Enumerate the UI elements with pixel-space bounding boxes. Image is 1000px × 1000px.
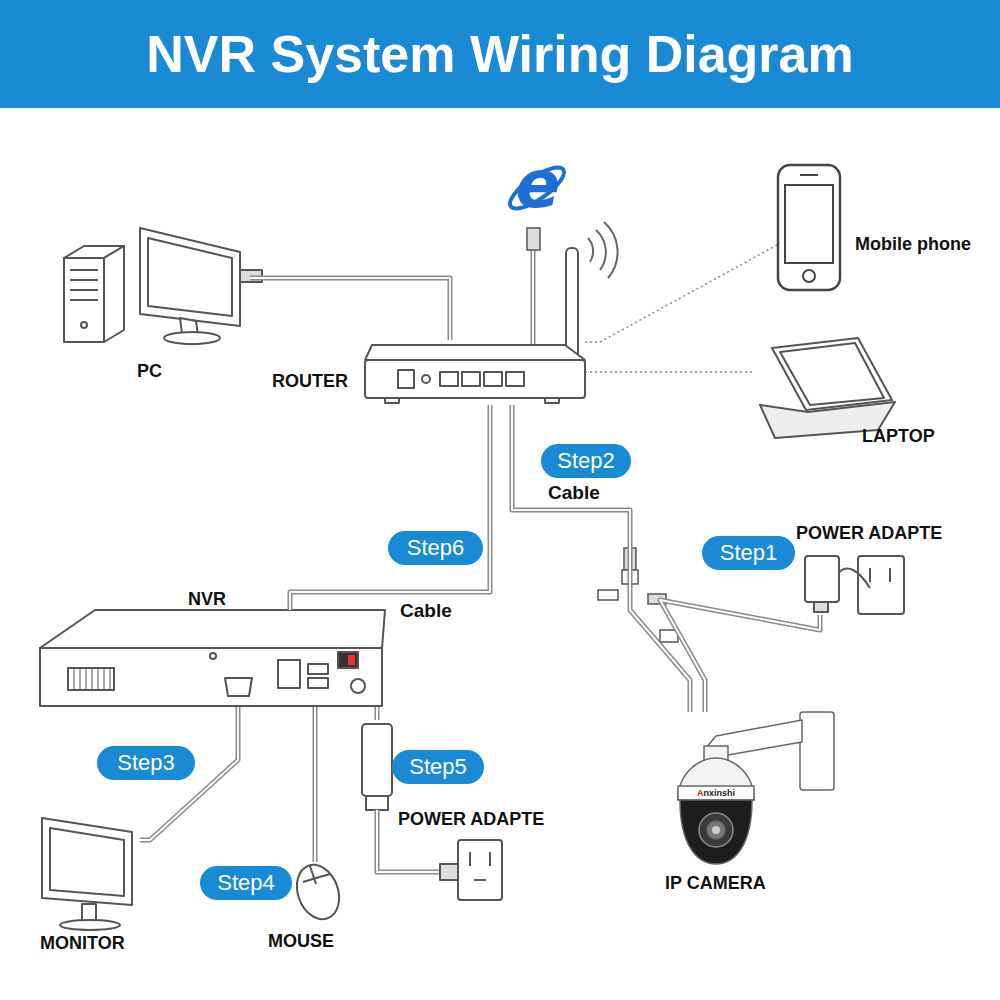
cable-connector bbox=[290, 405, 490, 610]
connector-line bbox=[250, 278, 450, 340]
step-badge: Step2 bbox=[541, 444, 631, 478]
connector-line bbox=[290, 405, 490, 610]
connector-line bbox=[313, 707, 318, 862]
device-label: ROUTER bbox=[272, 370, 348, 392]
step-badge: Step6 bbox=[388, 531, 483, 565]
step-label: Step4 bbox=[217, 870, 275, 896]
step-label: Step3 bbox=[117, 750, 175, 776]
device-label: IP CAMERA bbox=[665, 872, 766, 894]
device-label: POWER ADAPTE bbox=[398, 808, 544, 830]
wireless-link bbox=[585, 372, 755, 373]
title-banner: NVR System Wiring Diagram bbox=[0, 0, 1000, 108]
internet-logo: e bbox=[508, 150, 568, 220]
mouse-illustration bbox=[290, 859, 347, 925]
ip-camera-illustration bbox=[678, 712, 834, 864]
device-node: POWER ADAPTE bbox=[800, 550, 910, 615]
step-badge: Step4 bbox=[200, 866, 292, 900]
laptop-illustration bbox=[760, 338, 895, 438]
device-node: POWER ADAPTE bbox=[358, 720, 396, 812]
device-label: Mobile phone bbox=[855, 233, 971, 255]
cable-connector bbox=[315, 707, 316, 862]
connector-line bbox=[512, 405, 690, 712]
connector-core bbox=[290, 405, 490, 610]
cable-connector bbox=[377, 707, 378, 720]
connector-line bbox=[375, 707, 380, 720]
cable-connector bbox=[660, 600, 820, 712]
nvr-illustration bbox=[40, 610, 385, 706]
step-badge: Step5 bbox=[392, 750, 484, 784]
device-label: NVR bbox=[188, 588, 226, 610]
router-illustration bbox=[365, 222, 618, 403]
step-label: Step1 bbox=[720, 540, 778, 566]
cable-label: Cable bbox=[548, 482, 600, 504]
splitter-plugs bbox=[598, 548, 678, 642]
pc-illustration bbox=[64, 228, 262, 344]
device-label: MONITOR bbox=[40, 932, 125, 954]
connector-line bbox=[585, 371, 755, 373]
step-label: Step6 bbox=[407, 535, 465, 561]
device-node: PC bbox=[60, 225, 250, 345]
cable-label: Cable bbox=[400, 600, 452, 622]
device-node: LAPTOP bbox=[755, 338, 895, 438]
phone-illustration bbox=[778, 165, 840, 290]
connector-core bbox=[660, 600, 820, 712]
device-label: POWER ADAPTE bbox=[796, 522, 942, 544]
connector-core bbox=[376, 707, 378, 720]
connector-core bbox=[512, 405, 690, 712]
connector-line bbox=[585, 245, 778, 343]
step-badge: Step3 bbox=[97, 746, 195, 780]
step-label: Step2 bbox=[557, 448, 615, 474]
cable-connector bbox=[250, 278, 450, 340]
cable-connector bbox=[512, 405, 690, 712]
device-label: MOUSE bbox=[268, 930, 334, 952]
diagram-title: NVR System Wiring Diagram bbox=[146, 24, 853, 84]
device-label: LAPTOP bbox=[862, 425, 935, 447]
device-label: PC bbox=[137, 360, 162, 382]
camera-power-adapter bbox=[805, 556, 904, 614]
monitor-illustration bbox=[42, 818, 132, 930]
brand-text: Anxinshi bbox=[678, 787, 754, 799]
device-node: MONITOR bbox=[40, 815, 140, 925]
device-node: ROUTER bbox=[360, 340, 585, 405]
step-badge: Step1 bbox=[702, 536, 795, 570]
device-node: Mobile phone bbox=[778, 165, 840, 290]
device-node: NVR bbox=[40, 610, 385, 707]
connector-core bbox=[314, 707, 316, 862]
wireless-link bbox=[585, 245, 778, 343]
step-label: Step5 bbox=[409, 754, 467, 780]
connector-core bbox=[250, 278, 450, 340]
connector-line bbox=[660, 600, 820, 712]
device-node: MOUSE bbox=[292, 862, 344, 922]
